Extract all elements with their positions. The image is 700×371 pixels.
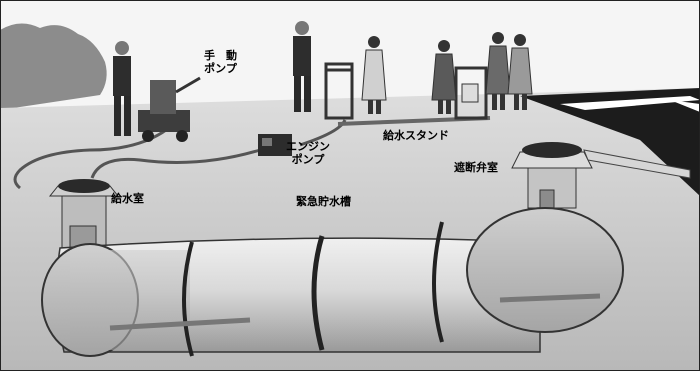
label-engine-pump-line2: ポンプ [291, 153, 325, 166]
person-woman-4 [507, 34, 533, 110]
label-engine-pump: エンジン ポンプ [286, 140, 330, 166]
manual-pump [138, 76, 201, 142]
label-water-room: 給水室 [111, 192, 144, 205]
label-engine-pump-line1: エンジン [286, 140, 330, 153]
person-woman-2 [431, 40, 457, 114]
label-water-stand: 給水スタンド [383, 129, 449, 142]
hedge [0, 23, 107, 110]
emergency-water-tank [41, 207, 624, 357]
label-tank: 緊急貯水槽 [296, 195, 351, 208]
person-woman-3 [485, 32, 511, 110]
person-manual-pump [113, 41, 131, 136]
person-operator [293, 21, 311, 112]
road [520, 88, 700, 196]
engine-pump [258, 134, 292, 156]
water-stand-left [324, 62, 354, 120]
person-woman-1 [361, 36, 387, 114]
label-manual-pump-line2: ポンプ [204, 62, 237, 75]
label-manual-pump-line1: 手 動 [204, 49, 237, 62]
label-manual-pump: 手 動 ポンプ [204, 49, 237, 75]
hose-engine [90, 148, 261, 179]
road-marking [560, 96, 700, 110]
label-valve-room: 遮断弁室 [454, 161, 498, 174]
